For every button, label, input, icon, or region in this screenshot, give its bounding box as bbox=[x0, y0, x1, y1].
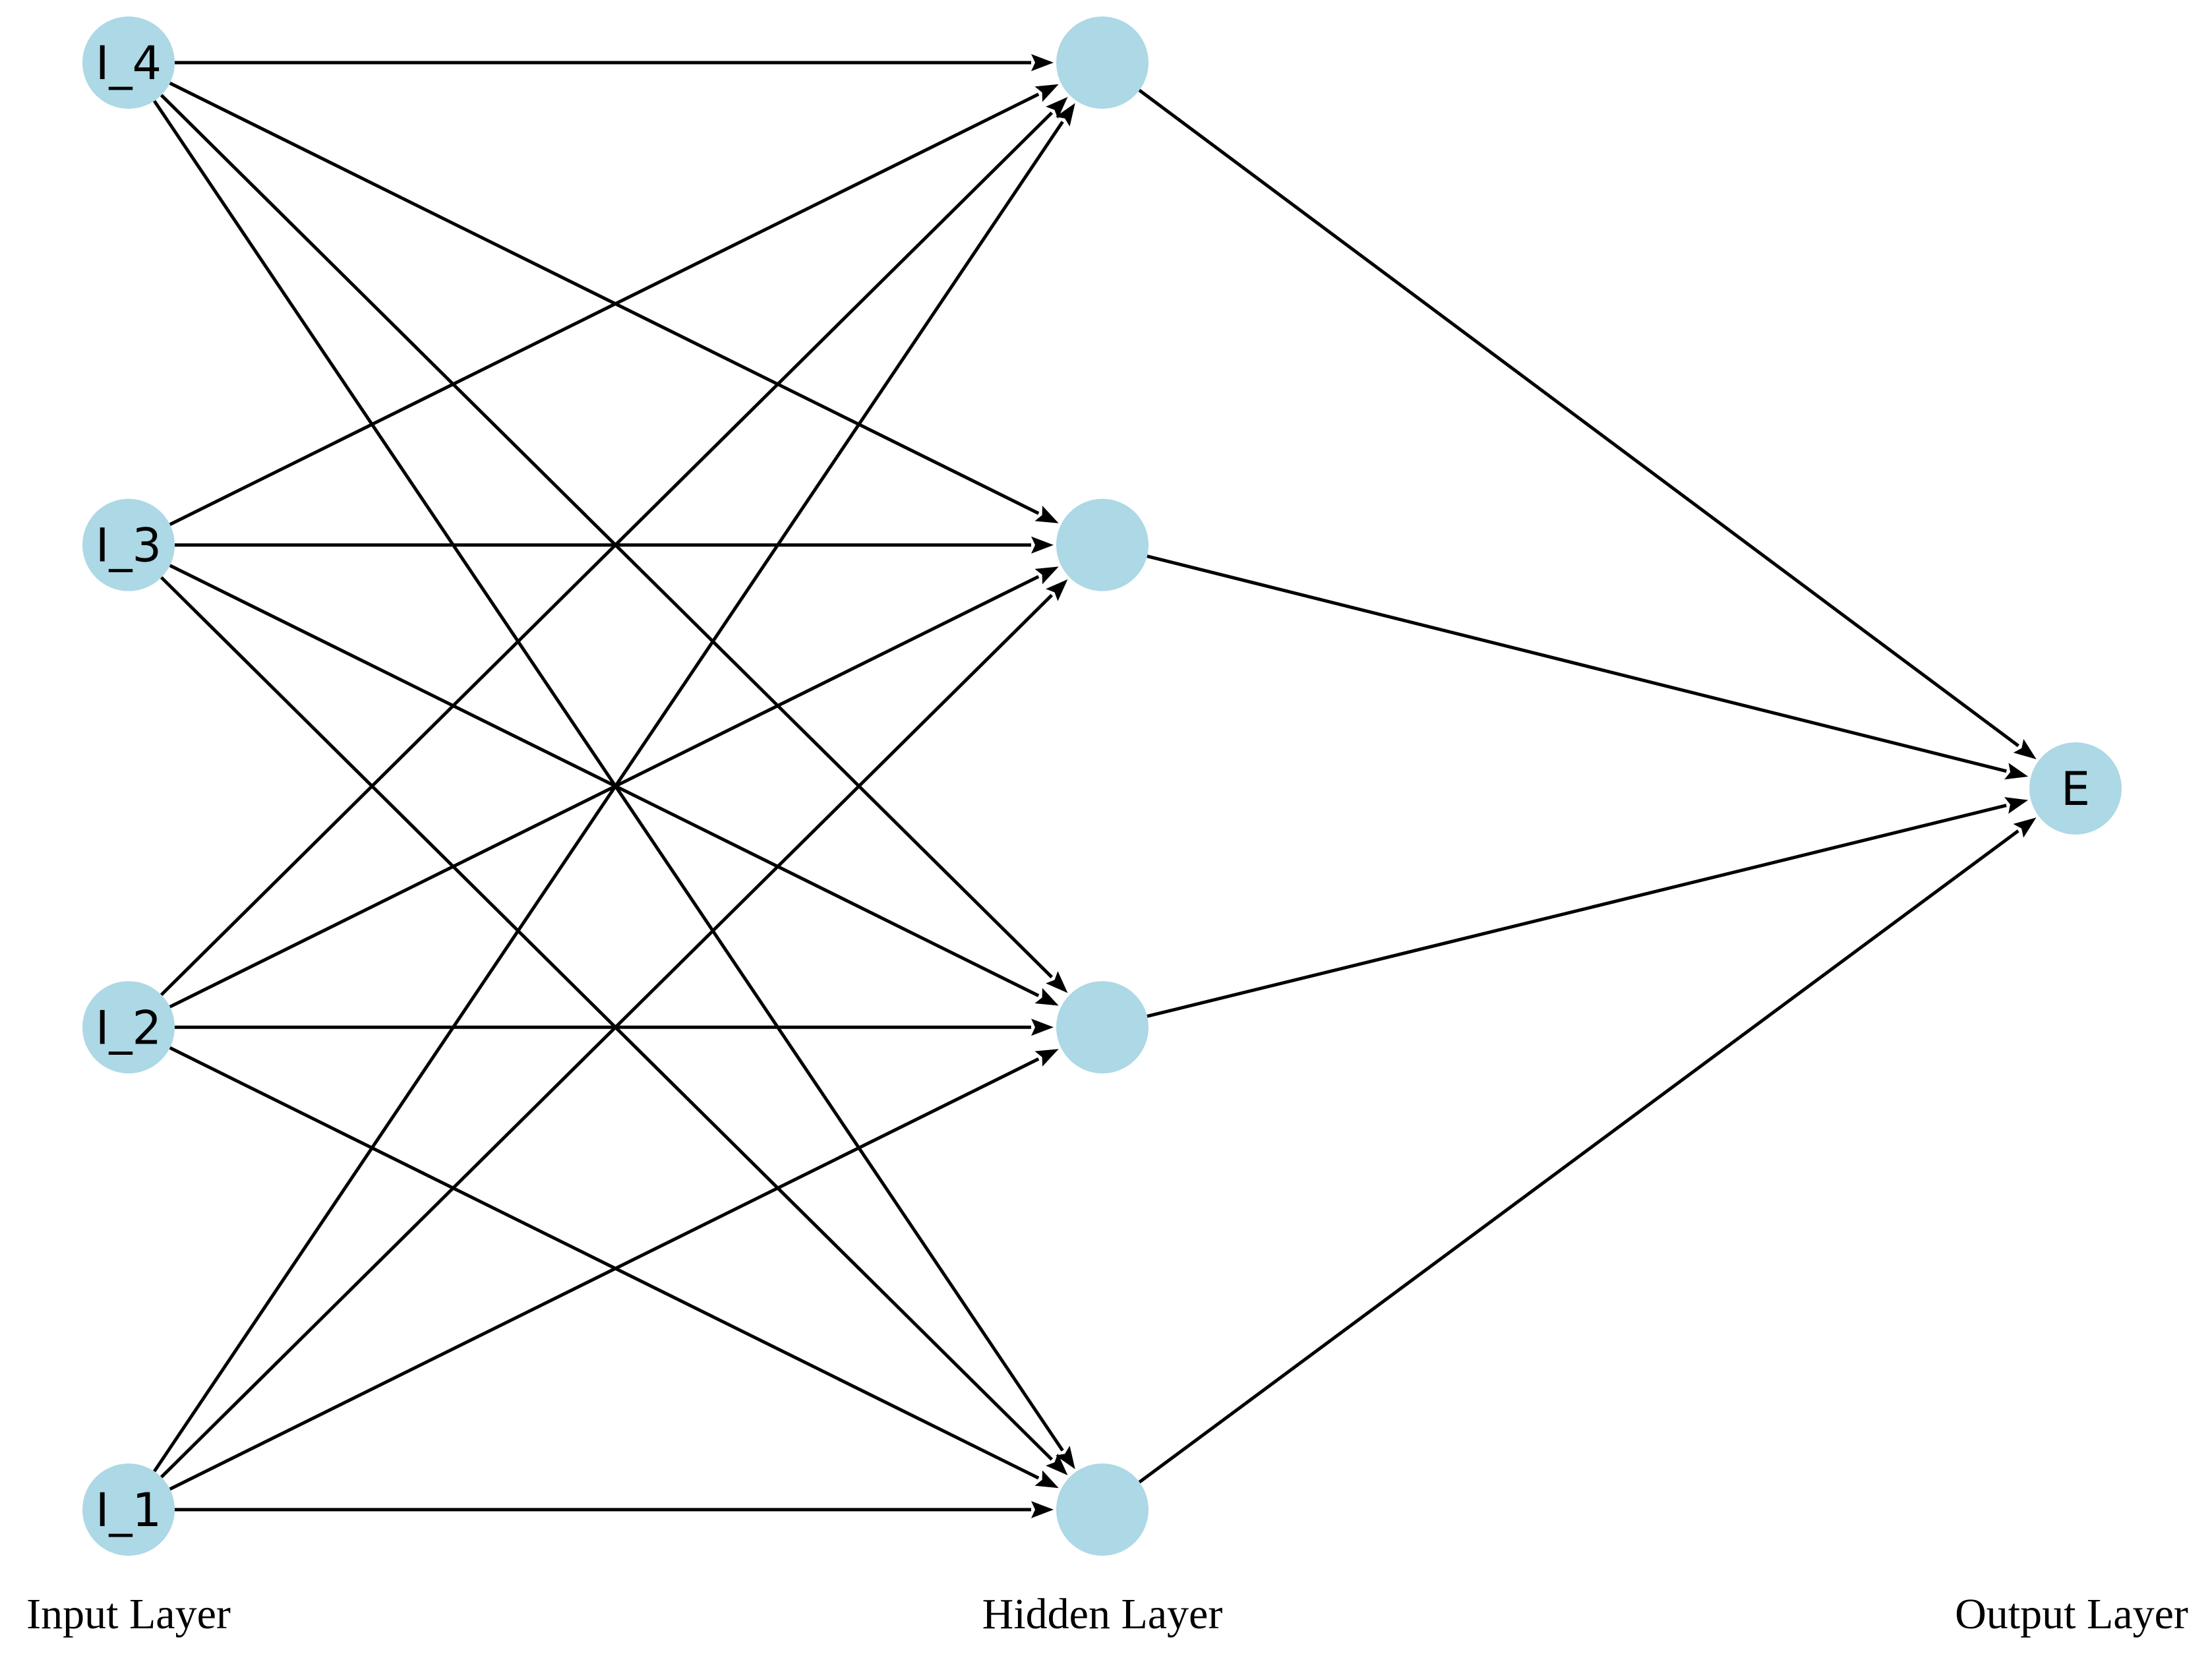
edges-group bbox=[153, 54, 2037, 1518]
layer-labels-group: Input Layer Hidden Layer Output Layer bbox=[26, 1590, 2188, 1638]
layer-label-input-layer: Input Layer bbox=[26, 1590, 231, 1638]
arrowhead-I_4-to-H_4 bbox=[1055, 1446, 1075, 1469]
edge-I_2-to-H_2 bbox=[169, 575, 1040, 1009]
layer-label-hidden-layer: Hidden Layer bbox=[982, 1590, 1223, 1638]
edge-I_3-to-H_4 bbox=[160, 576, 1054, 1461]
edge-H_1-to-E bbox=[1138, 88, 2019, 748]
node-circle bbox=[1056, 498, 1149, 591]
edge-I_1-to-H_3 bbox=[169, 1057, 1040, 1491]
arrowhead-I_1-to-H_3 bbox=[1034, 1049, 1059, 1067]
node-label: I_4 bbox=[96, 36, 162, 90]
arrowhead-I_4-to-H_1 bbox=[1031, 54, 1054, 71]
node-i-1: I_1 bbox=[82, 1463, 175, 1556]
arrowhead-I_4-to-H_3 bbox=[1046, 971, 1068, 993]
node-e: E bbox=[2029, 742, 2122, 835]
node-label: I_2 bbox=[96, 1001, 162, 1055]
node-i-4: I_4 bbox=[82, 16, 175, 109]
arrowhead-I_2-to-H_2 bbox=[1034, 566, 1059, 585]
arrowhead-I_1-to-H_2 bbox=[1046, 579, 1068, 601]
node-label: I_1 bbox=[96, 1483, 162, 1537]
arrowhead-H_2-to-E bbox=[2004, 763, 2029, 780]
node-circle bbox=[1056, 16, 1149, 109]
node-h-1 bbox=[1056, 16, 1149, 109]
arrowhead-I_3-to-H_1 bbox=[1034, 84, 1059, 102]
edge-H_3-to-E bbox=[1147, 804, 2007, 1019]
arrowhead-I_1-to-H_1 bbox=[1055, 103, 1075, 127]
arrowhead-I_1-to-H_4 bbox=[1031, 1501, 1054, 1518]
node-circle bbox=[82, 16, 175, 109]
arrowhead-H_4-to-E bbox=[2013, 817, 2037, 838]
node-circle bbox=[82, 981, 175, 1074]
edge-H_4-to-E bbox=[1138, 829, 2019, 1484]
node-i-3: I_3 bbox=[82, 498, 175, 591]
arrowhead-I_2-to-H_3 bbox=[1031, 1019, 1054, 1036]
node-circle bbox=[1056, 981, 1149, 1074]
node-circle bbox=[82, 1463, 175, 1556]
edge-I_4-to-H_4 bbox=[153, 100, 1064, 1452]
arrowhead-H_3-to-E bbox=[2004, 797, 2029, 814]
edge-I_2-to-H_4 bbox=[169, 1046, 1040, 1480]
node-h-4 bbox=[1056, 1463, 1149, 1556]
edge-H_2-to-E bbox=[1147, 554, 2007, 773]
node-circle bbox=[2029, 742, 2122, 835]
node-circle bbox=[82, 498, 175, 591]
node-h-3 bbox=[1056, 981, 1149, 1074]
arrowhead-I_3-to-H_2 bbox=[1031, 536, 1054, 554]
node-label: E bbox=[2061, 762, 2090, 816]
edge-I_1-to-H_2 bbox=[160, 593, 1054, 1479]
edge-I_3-to-H_1 bbox=[169, 92, 1040, 526]
arrowhead-I_4-to-H_2 bbox=[1034, 506, 1059, 523]
node-circle bbox=[1056, 1463, 1149, 1556]
edge-I_4-to-H_2 bbox=[169, 81, 1040, 515]
arrowhead-I_2-to-H_4 bbox=[1034, 1470, 1059, 1489]
arrowhead-I_2-to-H_1 bbox=[1046, 97, 1068, 119]
edge-I_2-to-H_1 bbox=[160, 111, 1054, 996]
arrowhead-I_3-to-H_4 bbox=[1046, 1453, 1068, 1475]
node-label: I_3 bbox=[96, 519, 162, 573]
layer-label-output-layer: Output Layer bbox=[1955, 1590, 2188, 1638]
edge-I_4-to-H_3 bbox=[160, 94, 1054, 979]
node-h-2 bbox=[1056, 498, 1149, 591]
edge-I_3-to-H_3 bbox=[169, 564, 1040, 997]
arrowhead-H_1-to-E bbox=[2013, 739, 2037, 759]
nodes-group: I_4I_3I_2I_1 E bbox=[82, 16, 2122, 1556]
edge-I_1-to-H_1 bbox=[153, 121, 1064, 1473]
arrowhead-I_3-to-H_3 bbox=[1034, 988, 1059, 1006]
node-i-2: I_2 bbox=[82, 981, 175, 1074]
